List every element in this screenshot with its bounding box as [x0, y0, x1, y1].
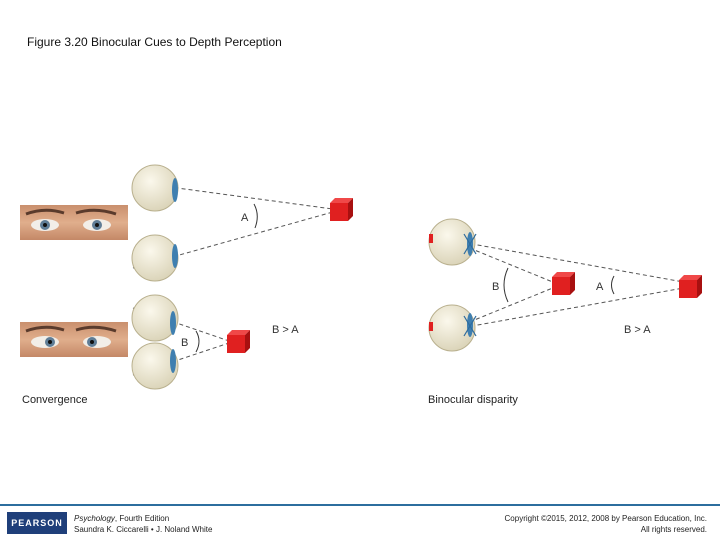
angle-arc [253, 203, 258, 229]
rights-text: All rights reserved. [640, 525, 707, 534]
eyeball [131, 234, 179, 282]
eyeball [428, 218, 477, 266]
eyes-photo-near [20, 322, 128, 357]
relation-label: B > A [624, 324, 651, 336]
angle-label-b: B [492, 281, 499, 293]
figure-title: Figure 3.20 Binocular Cues to Depth Perc… [27, 35, 282, 49]
angle-arc [611, 275, 615, 295]
red-cube [227, 330, 250, 353]
book-edition: , Fourth Edition [114, 514, 170, 523]
angle-arc [503, 267, 509, 303]
copyright-text: Copyright ©2015, 2012, 2008 by Pearson E… [504, 514, 707, 523]
eyeball [428, 304, 477, 352]
eyeball [131, 294, 179, 342]
red-cube [330, 198, 353, 221]
relation-label: B > A [272, 324, 299, 336]
panel-label-binocular-disparity: Binocular disparity [428, 394, 518, 406]
depth-cues-diagram: A B B > A Convergence [20, 164, 702, 406]
red-cube [679, 275, 702, 298]
book-citation: Psychology, Fourth Edition Saundra K. Ci… [74, 513, 212, 535]
angle-label-a: A [596, 281, 604, 293]
red-cube [552, 272, 575, 295]
eyes-photo-far [20, 205, 128, 240]
eyeball [131, 164, 179, 212]
pearson-logo: PEARSON [7, 512, 67, 534]
angle-arc [195, 330, 200, 353]
copyright-block: Copyright ©2015, 2012, 2008 by Pearson E… [505, 513, 707, 535]
angle-label-a: A [241, 212, 249, 224]
book-title: Psychology [74, 514, 115, 523]
disparity-lines [449, 239, 701, 331]
footer-divider [0, 504, 720, 506]
panel-label-convergence: Convergence [22, 394, 87, 406]
book-authors: Saundra K. Ciccarelli • J. Noland White [74, 525, 213, 534]
angle-label-b: B [181, 337, 188, 349]
eyeball [131, 342, 179, 390]
